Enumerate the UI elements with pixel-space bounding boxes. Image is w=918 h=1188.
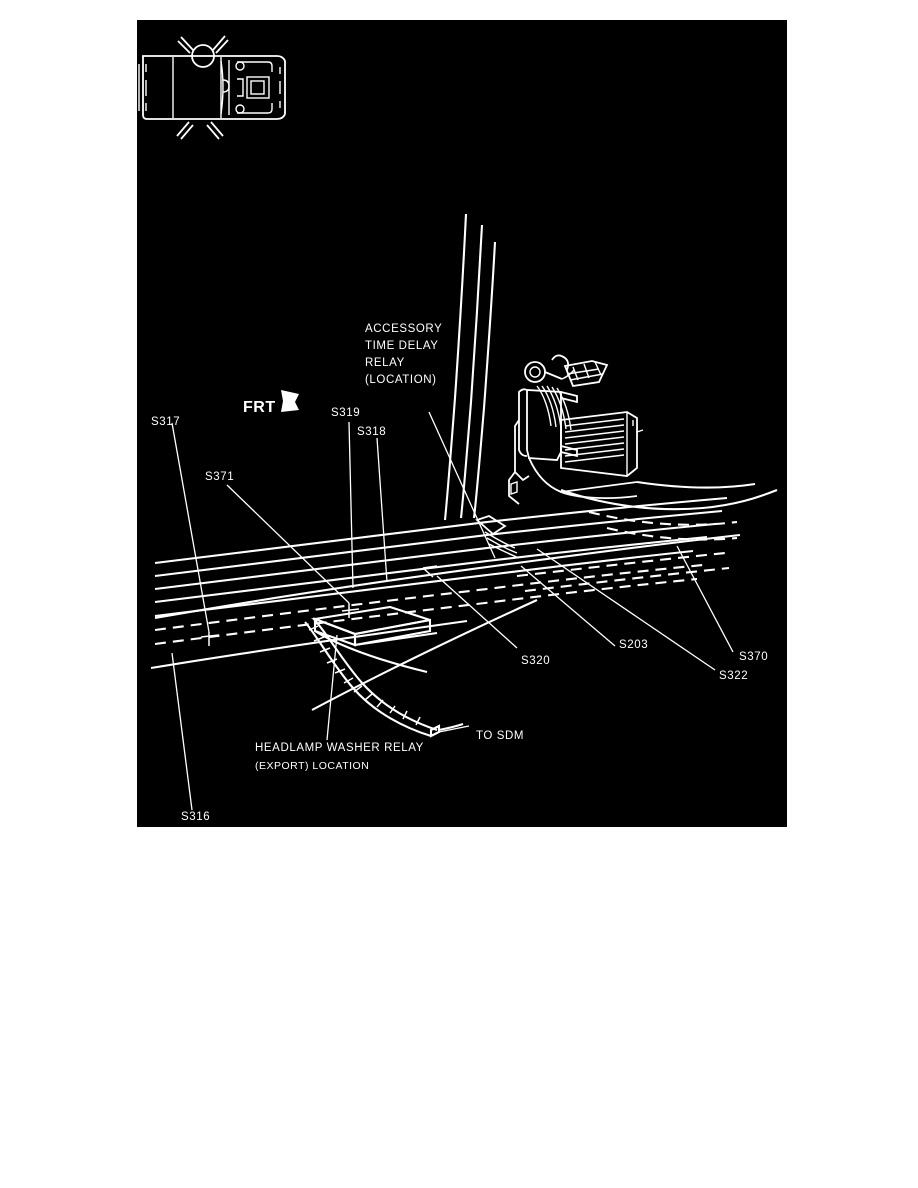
callout-s203: S203 [619,639,648,651]
annotation-to-sdm: TO SDM [476,730,524,742]
upper-harness-wires [443,213,497,521]
callout-s320: S320 [521,655,550,667]
harness-bundle [154,496,730,646]
callout-s317: S317 [151,416,180,428]
orientation-marker-label: FRT [243,399,276,416]
splice-ticks [200,565,438,646]
annotation-accessory-line2: TIME DELAY [365,340,439,352]
annotation-headlamp-line1: HEADLAMP WASHER RELAY [255,742,424,754]
annotation-accessory-line1: ACCESSORY [365,323,442,335]
callout-s322: S322 [719,670,748,682]
annotation-accessory-line3: RELAY [365,357,405,369]
callout-s370: S370 [739,651,768,663]
annotation-headlamp-line2: (EXPORT) LOCATION [255,760,369,772]
sdm-conduit [304,617,464,738]
frt-arrow-icon [281,390,299,412]
wiring-location-figure: FRT ACCESSORY TIME DELAY RELAY (LOCATION… [137,20,787,827]
callout-s318: S318 [357,426,386,438]
figure-artwork: FRT ACCESSORY TIME DELAY RELAY (LOCATION… [138,35,778,823]
relay-block [310,605,438,674]
callout-s316: S316 [181,811,210,823]
connector-bracket-assembly [475,354,778,559]
leader-lines [171,411,734,811]
annotation-accessory-line4: (LOCATION) [365,374,437,386]
callout-s319: S319 [331,407,360,419]
callout-s371: S371 [205,471,234,483]
vehicle-locator-icon [138,35,286,140]
floor-panel-edges [150,533,741,711]
